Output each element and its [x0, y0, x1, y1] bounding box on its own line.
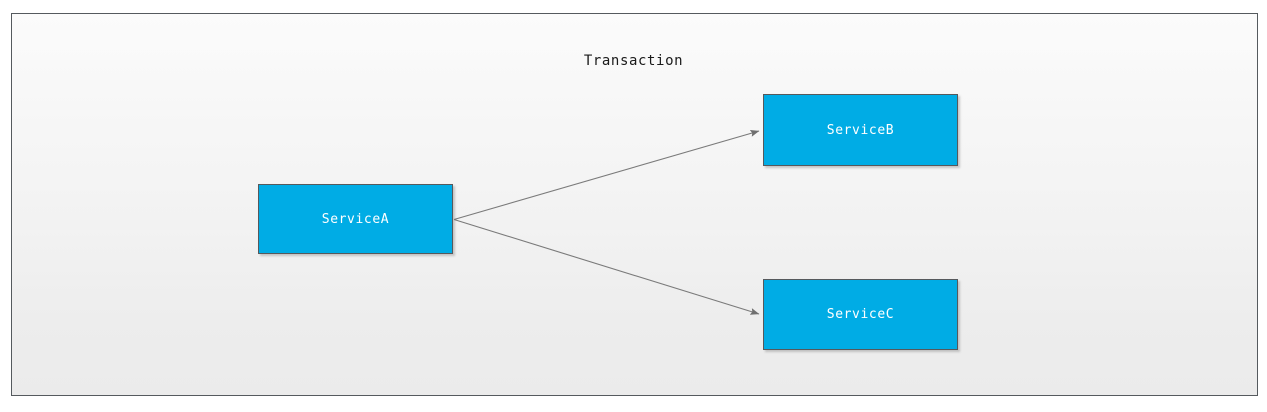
node-servicea[interactable]: ServiceA: [258, 184, 453, 254]
node-serviceb-label: ServiceB: [826, 122, 895, 138]
node-servicea-label: ServiceA: [321, 211, 390, 227]
node-servicec-label: ServiceC: [826, 307, 895, 322]
node-servicec[interactable]: ServiceC: [763, 279, 958, 350]
node-serviceb[interactable]: ServiceB: [763, 94, 958, 166]
page-title: Transaction: [583, 53, 684, 69]
diagram-panel: [11, 13, 1258, 396]
